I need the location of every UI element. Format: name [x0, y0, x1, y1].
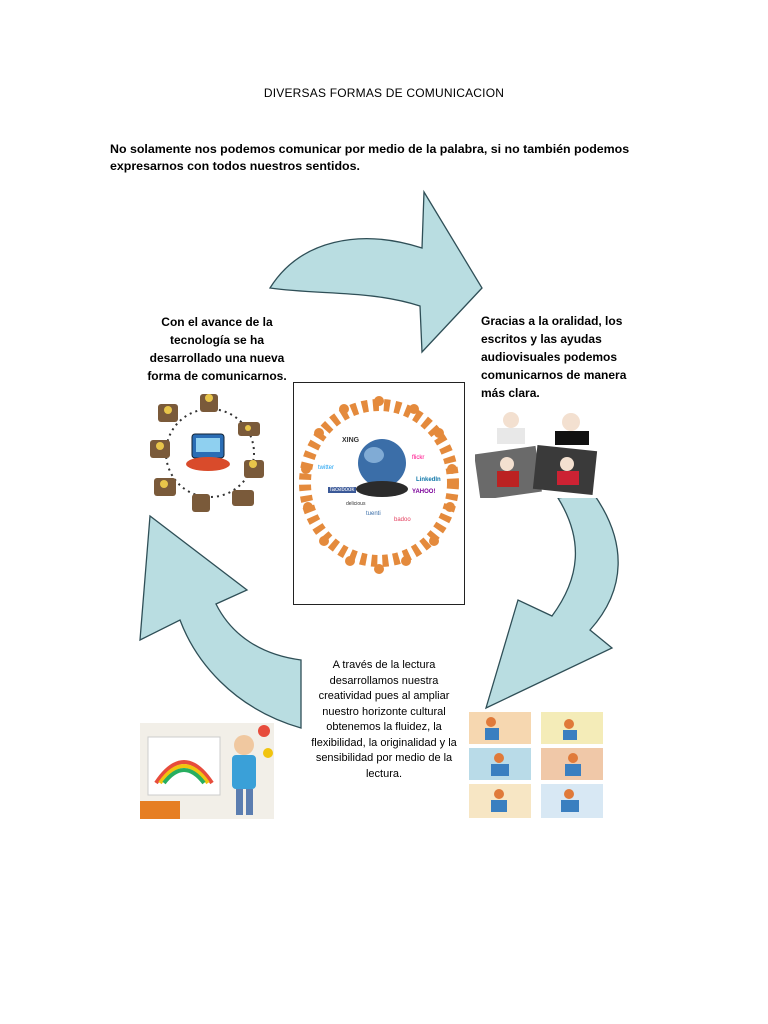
logo-flickr: flickr	[412, 455, 425, 461]
page-title: DIVERSAS FORMAS DE COMUNICACION	[263, 86, 505, 100]
child-painting-image	[140, 723, 274, 819]
mimes-photos-image	[475, 408, 617, 498]
logo-facebook: facebook	[328, 487, 357, 493]
reading-people-grid-image	[469, 712, 605, 818]
mime-figures	[497, 412, 589, 487]
people-ring	[301, 396, 457, 574]
logo-linkedin: LinkedIn	[416, 477, 441, 483]
arrow-right	[484, 492, 619, 710]
logo-delicious: delicious	[346, 501, 366, 507]
logo-xing: XING	[342, 437, 360, 444]
text-reading: A través de la lectura desarrollamos nue…	[311, 659, 457, 780]
text-orality: Gracias a la oralidad, los escritos y la…	[481, 314, 627, 400]
text-technology: Con el avance de la tecnología se ha des…	[147, 315, 287, 383]
social-network-globe-image: XING twitter facebook LinkedIn YAHOO! de…	[293, 382, 465, 605]
logo-tuenti: tuenti	[366, 511, 381, 517]
technology-network-image	[148, 390, 272, 516]
logo-badoo: badoo	[394, 517, 411, 523]
arrow-top	[268, 189, 483, 354]
intro-paragraph: No solamente nos podemos comunicar por m…	[110, 142, 630, 173]
logo-yahoo: YAHOO!	[412, 489, 436, 495]
logo-twitter: twitter	[318, 465, 335, 471]
arrow-left	[139, 514, 302, 729]
